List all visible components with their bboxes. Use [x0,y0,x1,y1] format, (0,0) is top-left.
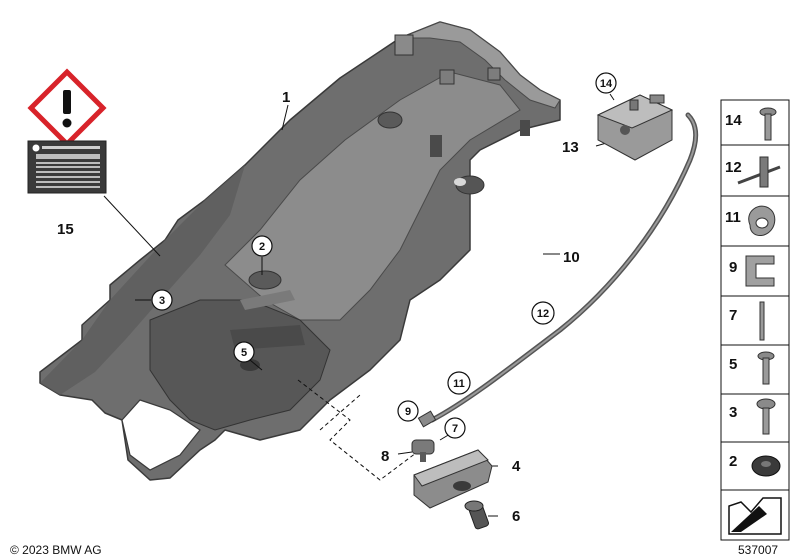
callout-4: 4 [512,458,521,475]
callout-11: 11 [453,378,465,390]
sidebar-num-7: 7 [729,307,737,324]
circled-callout-texts: 2 3 5 14 12 11 9 7 [159,78,613,435]
screw-icon [756,398,776,435]
callout-15: 15 [57,221,74,238]
callout-9: 9 [405,406,411,418]
callout-7: 7 [452,423,458,435]
copyright-text: © 2023 BMW AG [10,543,102,557]
circled-callouts [151,72,617,439]
sidebar-num-3: 3 [729,404,737,421]
plug-part [464,500,489,530]
parts-sidebar: 14 12 11 9 7 5 3 2 [720,99,790,541]
sidebar-num-11: 11 [725,209,741,226]
sidebar-num-14: 14 [725,112,742,129]
callout-1: 1 [282,89,290,106]
rear-frame-housing [39,21,561,481]
callout-5: 5 [241,347,247,359]
callout-14: 14 [600,78,613,90]
cable-assembly [417,112,699,428]
sidebar-num-5: 5 [729,356,737,373]
pin-icon [759,301,765,341]
screw-icon [757,351,775,385]
callout-8: 8 [381,448,389,465]
diagram-number: 537007 [738,543,778,557]
warning-symbol-icon [27,68,107,148]
sidebar-num-12: 12 [725,159,742,176]
grommet-icon [751,455,781,477]
screw-icon [759,107,777,141]
bracket-part [596,94,674,161]
clip-icon [748,205,776,236]
info-label-icon [27,140,107,194]
callout-labels: 1 15 10 13 4 6 8 [57,89,580,525]
installation-arrow-icon [728,497,782,535]
callout-13: 13 [562,139,579,156]
sidebar-num-2: 2 [729,453,737,470]
connector-part [411,439,435,462]
cable-tie-icon [737,156,781,188]
callout-12: 12 [537,308,549,320]
cover-cap-part [413,449,493,509]
assembly-guide-lines [297,379,421,481]
spring-clip-icon [745,255,775,287]
callout-2: 2 [259,241,265,253]
callout-6: 6 [512,508,520,525]
callout-3: 3 [159,295,165,307]
callout-10: 10 [563,249,580,266]
sidebar-num-9: 9 [729,259,737,276]
